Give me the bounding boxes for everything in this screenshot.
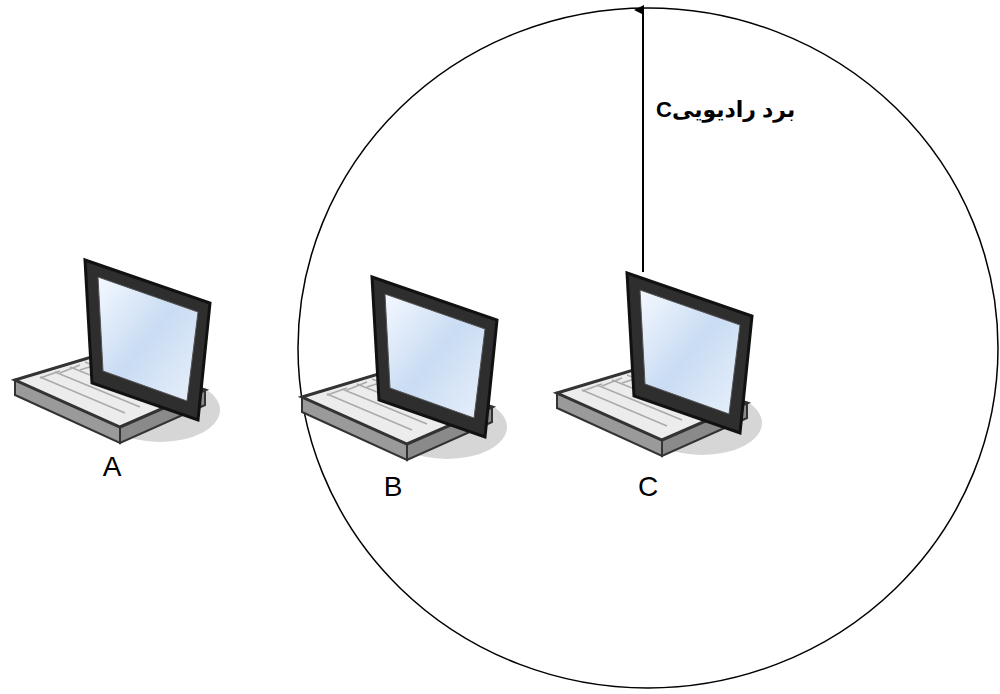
laptop-label: B	[384, 472, 403, 503]
laptop-a	[15, 260, 220, 443]
laptop-label: C	[638, 472, 658, 503]
radio-range-circle	[298, 8, 998, 688]
laptop-b	[302, 277, 507, 460]
laptop-c	[557, 273, 762, 456]
laptop-label: A	[103, 452, 122, 483]
range-label: برد رادیوییC	[656, 98, 795, 122]
range-arrow	[642, 10, 644, 272]
